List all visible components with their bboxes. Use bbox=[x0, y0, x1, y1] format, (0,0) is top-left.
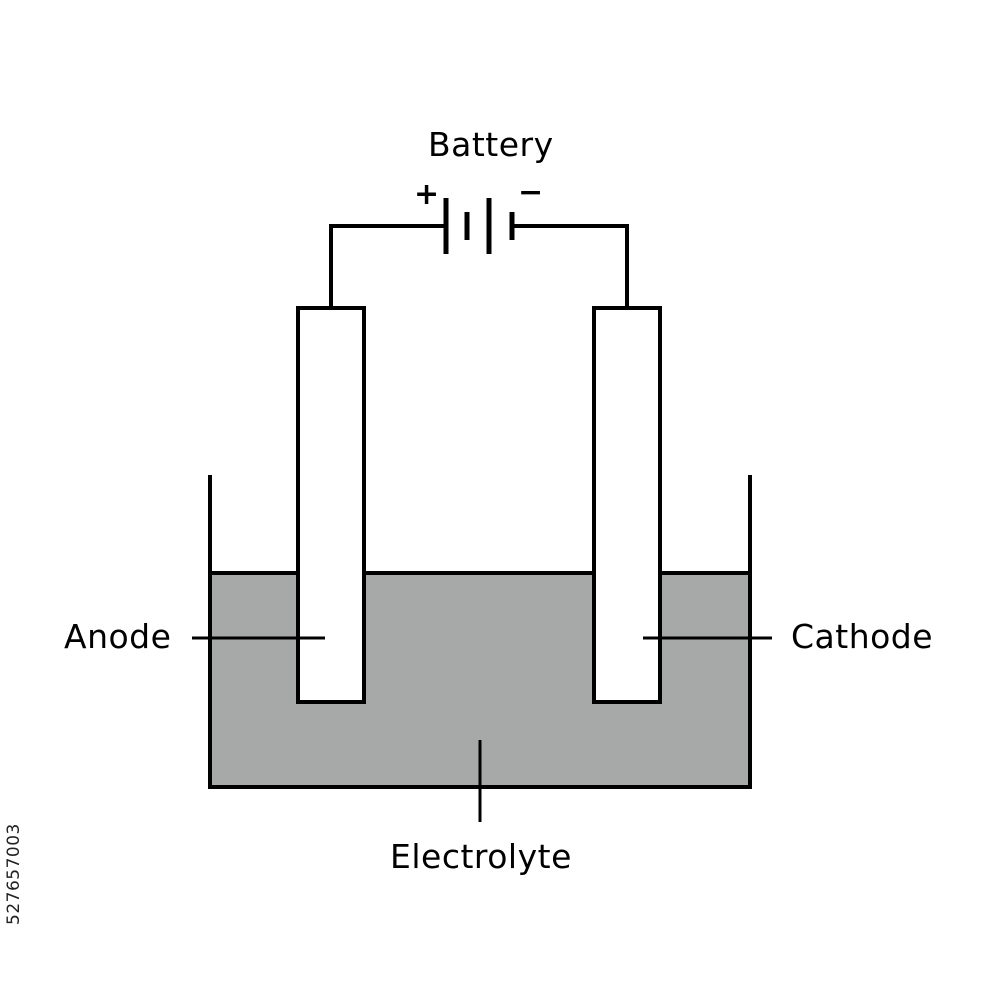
anode-label: Anode bbox=[64, 617, 172, 656]
wire-left bbox=[329, 224, 444, 308]
positive-terminal-sign: + bbox=[414, 177, 440, 212]
stock-id-watermark: 527657003 bbox=[4, 823, 24, 925]
wire-right bbox=[514, 224, 629, 308]
battery-symbol bbox=[443, 198, 515, 254]
negative-terminal-sign: − bbox=[518, 175, 544, 210]
electrolyte-label: Electrolyte bbox=[390, 837, 572, 876]
cathode-label: Cathode bbox=[791, 617, 934, 656]
battery-label: Battery bbox=[428, 125, 554, 164]
cathode-electrode bbox=[592, 306, 662, 704]
anode-electrode bbox=[296, 306, 366, 704]
